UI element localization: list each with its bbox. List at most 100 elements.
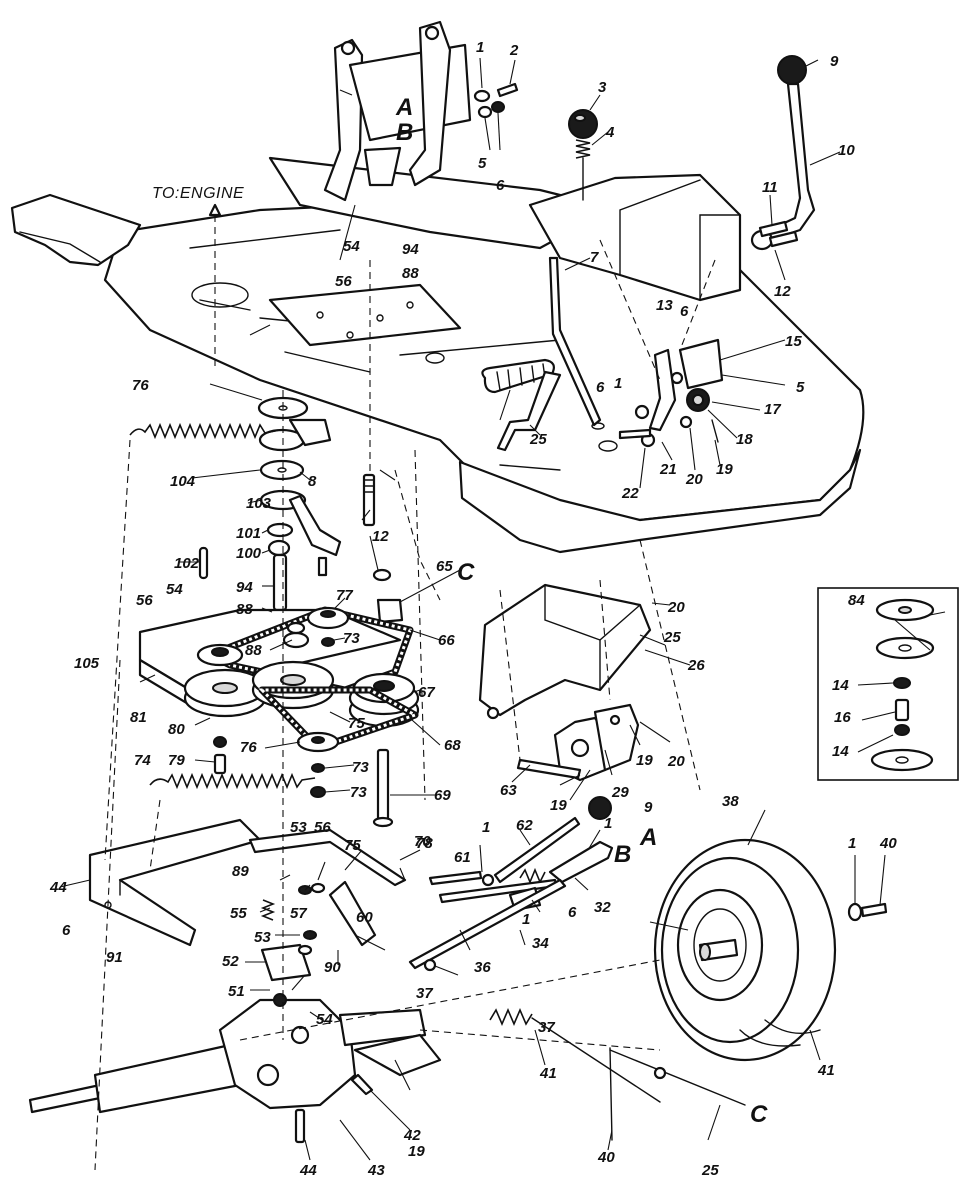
part-label: 11 bbox=[762, 179, 778, 196]
washers-top bbox=[473, 82, 519, 119]
part-label: 38 bbox=[722, 793, 739, 810]
part-label: 105 bbox=[74, 655, 100, 672]
spring-73 bbox=[149, 772, 316, 790]
part-label: 41 bbox=[817, 1062, 835, 1079]
part-label: 52 bbox=[222, 953, 239, 970]
part-label: 75 bbox=[348, 715, 365, 732]
part-label: 100 bbox=[236, 545, 262, 562]
part-label: 13 bbox=[656, 297, 673, 314]
lift-lever bbox=[750, 55, 816, 251]
part-number-labels: 1 2 3 4 5 6 7 9 10 11 12 13 6 15 5 1 6 1… bbox=[49, 39, 897, 1179]
pedal-bracket-25 bbox=[478, 583, 652, 720]
ref-label-a-right: A bbox=[639, 824, 657, 851]
part-label: 44 bbox=[49, 879, 67, 896]
part-label: 25 bbox=[663, 629, 681, 646]
part-label: 103 bbox=[246, 495, 272, 512]
part-label: 5 bbox=[796, 379, 805, 396]
part-label: 6 bbox=[596, 379, 605, 396]
part-label: 94 bbox=[402, 241, 419, 258]
bracket-102 bbox=[323, 20, 472, 202]
part-label: 44 bbox=[299, 1162, 317, 1179]
spring-76 bbox=[129, 422, 281, 440]
part-label: 90 bbox=[324, 959, 341, 976]
rod-7 bbox=[548, 256, 602, 427]
brake-pedal bbox=[481, 358, 562, 452]
part-label: 84 bbox=[848, 592, 865, 609]
ref-label-b-right: B bbox=[614, 841, 631, 868]
bracket-51 bbox=[88, 818, 262, 947]
part-label: 56 bbox=[335, 273, 352, 290]
part-label: 70 bbox=[414, 833, 431, 850]
part-label: 68 bbox=[444, 737, 461, 754]
part-label: 26 bbox=[687, 657, 705, 674]
part-label: 76 bbox=[132, 377, 149, 394]
part-label: 76 bbox=[240, 739, 257, 756]
part-label: 29 bbox=[611, 784, 629, 801]
part-label: 12 bbox=[372, 528, 389, 545]
part-label: 54 bbox=[166, 581, 183, 598]
part-label: 25 bbox=[701, 1162, 719, 1179]
part-label: 6 bbox=[568, 904, 577, 921]
part-label: 19 bbox=[550, 797, 567, 814]
engine-label: TO:ENGINE bbox=[152, 185, 244, 202]
part-label: 53 bbox=[254, 929, 271, 946]
part-label: 21 bbox=[659, 461, 677, 478]
part-label: 20 bbox=[667, 753, 685, 770]
part-label: 81 bbox=[130, 709, 147, 726]
part-label: 1 bbox=[482, 819, 490, 836]
part-label: 104 bbox=[170, 473, 196, 490]
part-label: 2 bbox=[509, 42, 519, 59]
part-label: 4 bbox=[605, 124, 615, 141]
part-label: 55 bbox=[230, 905, 247, 922]
part-label: 18 bbox=[736, 431, 753, 448]
right-linkage bbox=[618, 338, 724, 448]
part-label: 5 bbox=[478, 155, 487, 172]
part-label: 41 bbox=[539, 1065, 557, 1082]
inset-pulley-67 bbox=[817, 587, 959, 781]
shift-rods bbox=[408, 816, 614, 972]
part-label: 36 bbox=[474, 959, 491, 976]
part-label: 9 bbox=[644, 799, 653, 816]
part-label: 65 bbox=[436, 558, 453, 575]
part-label: 14 bbox=[832, 743, 849, 760]
part-label: 53 bbox=[290, 819, 307, 836]
part-label: 56 bbox=[136, 592, 153, 609]
part-label: 19 bbox=[408, 1143, 425, 1160]
part-label: 88 bbox=[402, 265, 419, 282]
bracket-71 bbox=[248, 828, 407, 947]
stud-104 bbox=[362, 473, 404, 624]
part-label: 20 bbox=[667, 599, 685, 616]
idler-pulley-75b bbox=[296, 731, 340, 798]
part-label: 89 bbox=[232, 863, 249, 880]
part-label: 79 bbox=[168, 752, 185, 769]
part-label: 51 bbox=[228, 983, 245, 1000]
part-label: 15 bbox=[785, 333, 802, 350]
part-label: 1 bbox=[848, 835, 856, 852]
part-label: 6 bbox=[62, 922, 71, 939]
part-label: 32 bbox=[594, 899, 611, 916]
part-label: 91 bbox=[106, 949, 123, 966]
part-label: 10 bbox=[838, 142, 855, 159]
part-label: 66 bbox=[438, 632, 455, 649]
ref-label-c-mid: C bbox=[457, 559, 475, 586]
part-label: 22 bbox=[621, 485, 639, 502]
part-label: 102 bbox=[174, 555, 200, 572]
part-label: 19 bbox=[636, 752, 653, 769]
part-label: 67 bbox=[418, 684, 435, 701]
engine-pulley bbox=[196, 643, 244, 667]
part-label: 62 bbox=[516, 817, 533, 834]
part-label: 88 bbox=[245, 642, 262, 659]
idler-arm-92 bbox=[288, 418, 342, 577]
part-label: 6 bbox=[680, 303, 689, 320]
part-label: 57 bbox=[290, 905, 307, 922]
ref-label-b-top: B bbox=[396, 119, 413, 146]
bolts-lower bbox=[213, 736, 394, 828]
part-label: 6 bbox=[496, 177, 505, 194]
part-label: 12 bbox=[774, 283, 791, 300]
part-label: 63 bbox=[500, 782, 517, 799]
part-label: 19 bbox=[716, 461, 733, 478]
nut-72-upper bbox=[321, 637, 335, 647]
part-label: 56 bbox=[314, 819, 331, 836]
spring-43 bbox=[489, 1007, 661, 1103]
